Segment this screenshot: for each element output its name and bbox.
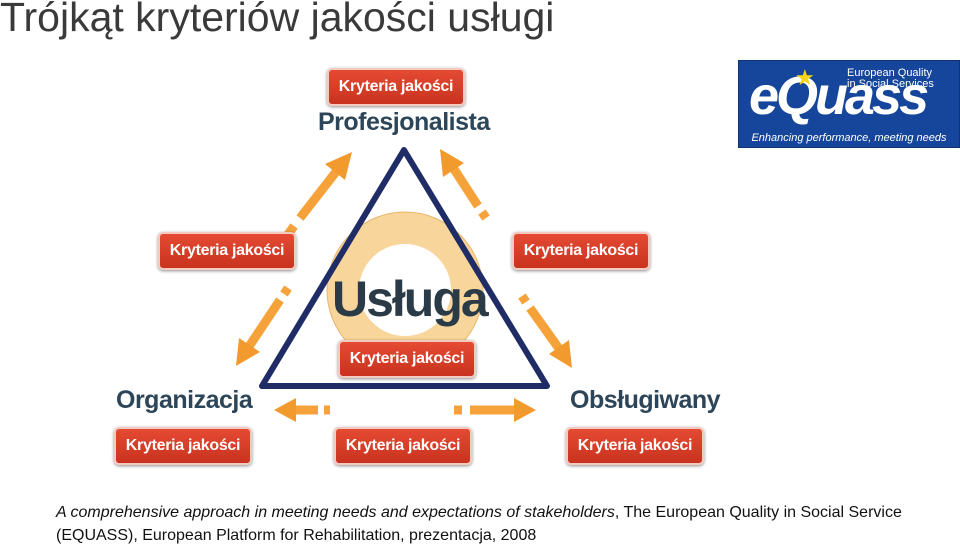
logo-line-2: in Social Services [847, 78, 934, 90]
source-caption: A comprehensive approach in meeting need… [56, 501, 956, 547]
triangle-outline [259, 147, 550, 389]
arrow-bottom-right [454, 398, 536, 422]
service-circle-inner [359, 244, 451, 336]
arrow-right-to-top [440, 149, 490, 221]
logo-wordmark: eQuass [749, 66, 929, 126]
caption-italic: A comprehensive approach in meeting need… [56, 504, 615, 521]
badge-left: Kryteria jakości [158, 232, 296, 270]
badge-top: Kryteria jakości [327, 68, 465, 106]
node-profesjonalista: Profesjonalista [318, 108, 490, 136]
badge-bottom-center: Kryteria jakości [334, 427, 472, 465]
node-organizacja: Organizacja [116, 386, 253, 414]
node-obslugiwany: Obsługiwany [570, 386, 721, 414]
equass-logo: eQuass ★ European Quality in Social Serv… [738, 60, 960, 148]
arrow-left-to-top [283, 152, 352, 239]
badge-right: Kryteria jakości [512, 232, 650, 270]
badge-center: Kryteria jakości [338, 340, 476, 378]
arrow-right-to-obslugiwany [518, 293, 572, 368]
caption-rest: , The European Quality in Social Service… [56, 504, 902, 544]
star-icon: ★ [795, 65, 815, 90]
arrow-left-to-organizacja [236, 285, 292, 366]
logo-line-1: European Quality [847, 67, 932, 79]
badge-bottom-left: Kryteria jakości [114, 427, 252, 465]
page-title: Trójkąt kryteriów jakości usługi [0, 0, 555, 40]
logo-tagline: Enhancing performance, meeting needs [751, 132, 947, 144]
center-label-usluga: Usługa [332, 271, 489, 327]
arrow-bottom-left [274, 398, 330, 422]
badge-bottom-right: Kryteria jakości [566, 427, 704, 465]
